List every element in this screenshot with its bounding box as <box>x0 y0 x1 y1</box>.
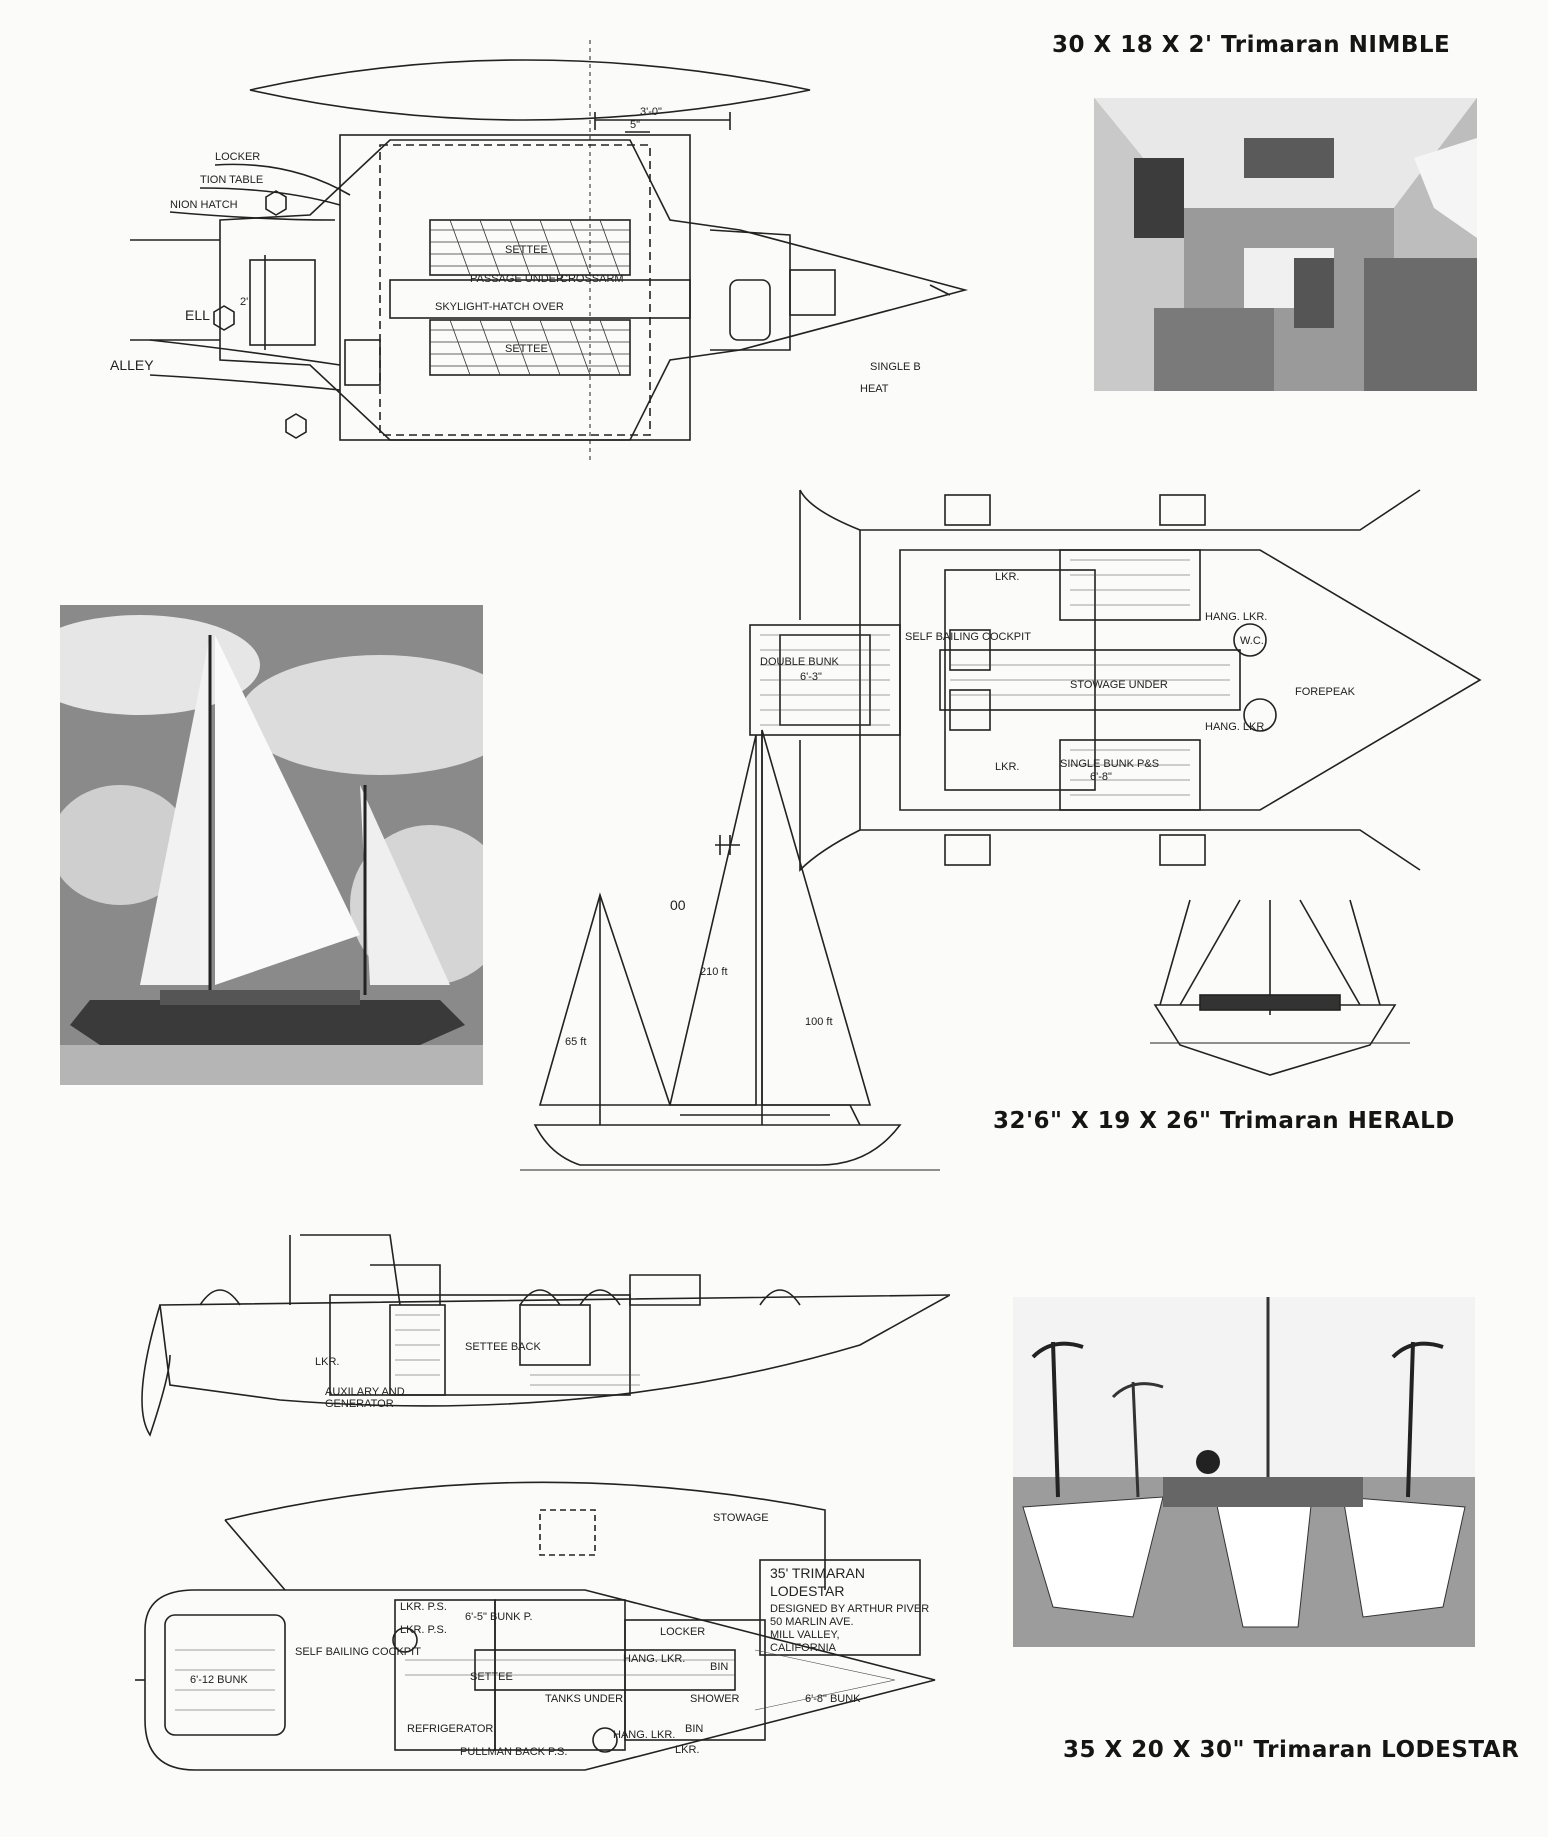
lodestar-plan-drawing: STOWAGE LKR. P.S. LKR. P.S. 6'-5" BUNK P… <box>135 1470 955 1775</box>
herald-area-main: 210 ft <box>700 966 728 978</box>
herald-plan-drawing: LKR. LKR. DOUBLE BUNK 6'-3" SELF BAILING… <box>740 470 1500 890</box>
herald-cockpit: SELF BAILING COCKPIT <box>905 631 1031 643</box>
nimble-label-single: SINGLE B <box>870 361 921 373</box>
herald-area-jib: 100 ft <box>805 1016 833 1028</box>
lodestar-title-line4: 50 MARLIN AVE. <box>770 1616 854 1628</box>
lodestar-aux: AUXILARY AND <box>325 1386 405 1398</box>
lodestar-profile-lkr: LKR. <box>315 1356 339 1368</box>
lodestar-stowage: STOWAGE <box>713 1512 769 1524</box>
nimble-label-table: TION TABLE <box>200 174 263 186</box>
lodestar-shower: SHOWER <box>690 1693 740 1705</box>
nimble-dim-top: 3'-0" <box>640 106 662 118</box>
nimble-caption: 30 X 18 X 2' Trimaran NIMBLE <box>1052 32 1451 58</box>
herald-caption: 32'6" X 19 X 26" Trimaran HERALD <box>993 1108 1455 1134</box>
lodestar-profile-drawing: LKR. AUXILARY AND GENERATOR SETTEE BACK <box>140 1225 950 1465</box>
herald-forepeak: FOREPEAK <box>1295 686 1356 698</box>
herald-sail-mark: 00 <box>670 897 686 913</box>
nimble-label-skylight: SKYLIGHT-HATCH OVER <box>435 301 564 313</box>
lodestar-settee: SETTEE <box>470 1671 513 1683</box>
lodestar-title-line6: CALIFORNIA <box>770 1642 837 1654</box>
lodestar-title-line1: 35' TRIMARAN <box>770 1565 865 1581</box>
lodestar-hang-lkr-2: HANG. LKR. <box>613 1729 675 1741</box>
nimble-dim-side: 2' <box>240 296 248 308</box>
nimble-label-settee-top: SETTEE <box>505 244 548 256</box>
lodestar-refrigerator: REFRIGERATOR <box>407 1723 493 1735</box>
lodestar-hang-lkr-1: HANG. LKR. <box>623 1653 685 1665</box>
lodestar-title-line5: MILL VALLEY, <box>770 1629 840 1641</box>
herald-outline <box>799 489 1421 872</box>
lodestar-title-line2: LODESTAR <box>770 1583 844 1599</box>
herald-sailing-photo <box>60 605 483 1085</box>
nimble-label-locker: LOCKER <box>215 151 260 163</box>
lodestar-pullman: PULLMAN BACK P.S. <box>460 1746 567 1758</box>
lodestar-lkr-ps-1: LKR. P.S. <box>400 1601 447 1613</box>
herald-hang-lkr-top: HANG. LKR. <box>1205 611 1267 623</box>
herald-lkr-bottom: LKR. <box>995 761 1019 773</box>
lodestar-lkr-ps-2: LKR. P.S. <box>400 1624 447 1636</box>
nimble-main-hull <box>219 139 969 441</box>
herald-sail-plan: 00 210 ft 100 ft 65 ft <box>520 725 940 1175</box>
nimble-label-hatch: NION HATCH <box>170 199 238 211</box>
lodestar-lkr-2: LKR. <box>675 1744 699 1756</box>
herald-double-bunk: DOUBLE BUNK <box>760 656 840 668</box>
nimble-interior-photo <box>1094 98 1477 391</box>
lodestar-title-line3: DESIGNED BY ARTHUR PIVER <box>770 1603 929 1615</box>
herald-single-bunk: SINGLE BUNK P&S <box>1060 758 1159 770</box>
nimble-label-crossarm: CROSSARM <box>560 273 624 285</box>
lodestar-bunk-fwd: 6'-8" BUNK <box>805 1693 861 1705</box>
nimble-label-passage: PASSAGE UNDER <box>470 273 564 285</box>
herald-lkr-top: LKR. <box>995 571 1019 583</box>
lodestar-settee-back: SETTEE BACK <box>465 1341 541 1353</box>
nimble-label-settee-bottom: SETTEE <box>505 343 548 355</box>
lodestar-locker: LOCKER <box>660 1626 705 1638</box>
lodestar-bunk-aft: 6'-12 BUNK <box>190 1674 248 1686</box>
herald-wc: W.C. <box>1240 635 1264 647</box>
lodestar-tanks: TANKS UNDER <box>545 1693 623 1705</box>
nimble-dim-small: 5" <box>630 119 640 131</box>
herald-double-bunk-dim: 6'-3" <box>800 671 822 683</box>
nimble-label-galley: ALLEY <box>110 357 154 373</box>
lodestar-generator: GENERATOR <box>325 1398 394 1410</box>
lodestar-moored-photo <box>1013 1297 1475 1647</box>
nimble-plan-drawing: LOCKER TION TABLE NION HATCH ELL ALLEY S… <box>90 20 1010 460</box>
herald-bow-view <box>1150 895 1410 1080</box>
nimble-label-well: ELL <box>185 307 210 323</box>
herald-single-bunk-dim: 6'-8" <box>1090 771 1112 783</box>
herald-hang-lkr-bottom: HANG. LKR. <box>1205 721 1267 733</box>
nimble-label-heat: HEAT <box>860 383 889 395</box>
lodestar-cockpit: SELF BAILING COCKPIT <box>295 1646 421 1658</box>
herald-area-mizzen: 65 ft <box>565 1036 586 1048</box>
lodestar-caption: 35 X 20 X 30" Trimaran LODESTAR <box>1063 1737 1520 1763</box>
herald-stowage: STOWAGE UNDER <box>1070 679 1168 691</box>
lodestar-bin-1: BIN <box>710 1661 728 1673</box>
lodestar-bunk-top: 6'-5" BUNK P. <box>465 1611 533 1623</box>
lodestar-bin-2: BIN <box>685 1723 703 1735</box>
nimble-upper-float <box>249 59 811 121</box>
